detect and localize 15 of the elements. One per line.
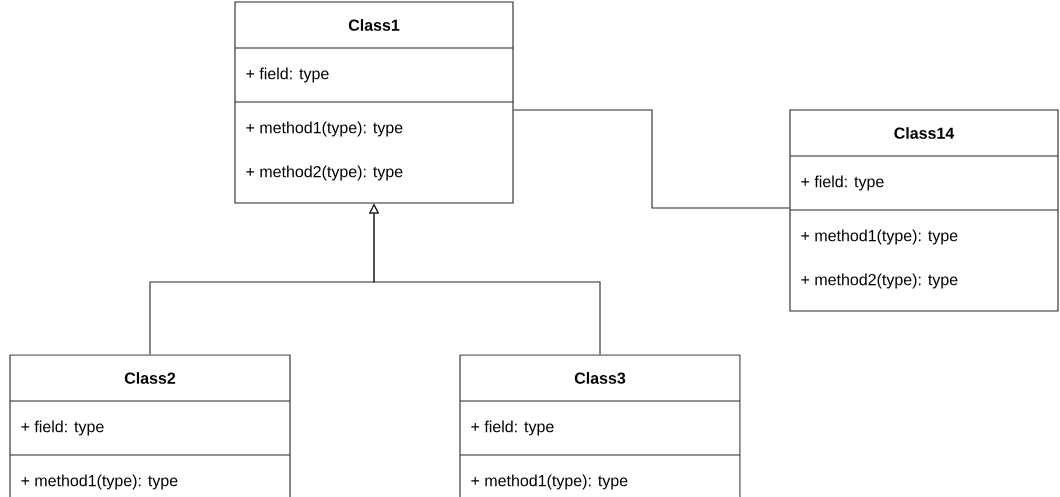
- method-text: + method1(type): type: [801, 229, 958, 245]
- association-line: [513, 109, 790, 209]
- method-text: + method2(type): type: [801, 273, 958, 289]
- class-name: Class3: [574, 372, 626, 384]
- field-text: + field: type: [21, 420, 104, 436]
- method-text: + method1(type): type: [246, 121, 403, 137]
- class-name: Class1: [348, 19, 400, 31]
- method-text: + method2(type): type: [246, 165, 403, 181]
- field-text: + field: type: [801, 175, 884, 191]
- method-text: + method1(type): type: [471, 474, 628, 490]
- field-text: + field: type: [246, 67, 329, 83]
- class-name: Class2: [124, 372, 176, 384]
- class-name: Class14: [894, 127, 955, 139]
- field-text: + field: type: [471, 420, 554, 436]
- method-text: + method1(type): type: [21, 474, 178, 490]
